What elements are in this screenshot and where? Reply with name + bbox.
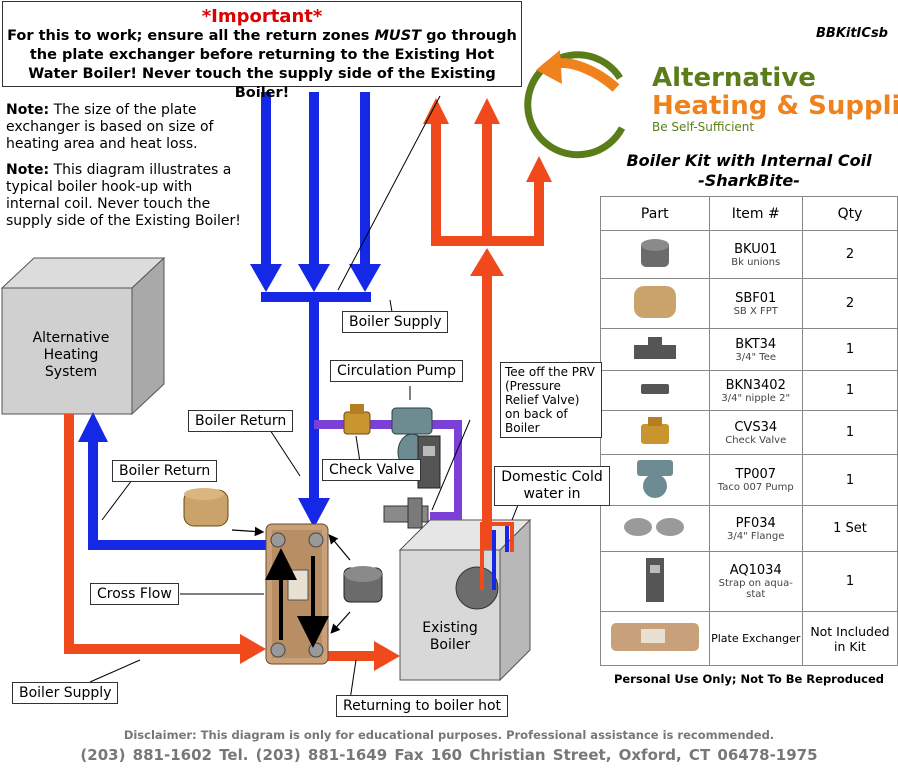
- pump-icon: [600, 454, 710, 506]
- boiler-return-label-1: Boiler Return: [188, 410, 294, 432]
- prv-label: Tee off the PRV (Pressure Relief Valve) …: [500, 362, 602, 438]
- flange-icon: [600, 505, 710, 552]
- supply-pipes: [64, 98, 552, 671]
- note-1-text: The size of the plate exchanger is based…: [6, 102, 214, 152]
- kit-subtitle: -SharkBite-: [698, 171, 800, 190]
- aquastat-icon: [600, 551, 710, 612]
- important-body: For this to work; ensure all the return …: [7, 28, 517, 101]
- tee-icon: [600, 328, 710, 371]
- existing-boiler-label: Existing Boiler: [422, 620, 478, 653]
- pump-line: [314, 420, 462, 520]
- union-icon: [600, 230, 710, 279]
- check-valve-icon: [600, 410, 710, 455]
- nipple-icon: [600, 370, 710, 411]
- plate-exchanger: [265, 523, 329, 665]
- return-pipes: [78, 92, 509, 590]
- contact-info: (203) 881-1602 Tel. (203) 881-1649 Fax 1…: [80, 746, 818, 764]
- important-notice: *Important* For this to work; ensure all…: [2, 1, 522, 101]
- note-2: Note: This diagram illustrates a typical…: [6, 162, 244, 230]
- cross-flow-label: Cross Flow: [90, 583, 179, 605]
- sharkbite-fitting-part: [183, 488, 229, 527]
- sharkbite-fitting-icon: [600, 278, 710, 329]
- kit-title-block: Boiler Kit with Internal Coil -SharkBite…: [600, 151, 898, 191]
- kit-title: Boiler Kit with Internal Coil: [626, 151, 872, 170]
- domestic-label: Domestic Cold water in: [494, 466, 610, 506]
- kit-table-header: Part Item # Qty: [600, 196, 898, 231]
- doc-code: BBKitICsb: [816, 26, 888, 41]
- table-row: Plate Exchanger Not Included in Kit: [600, 611, 898, 666]
- header-qty: Qty: [801, 196, 898, 231]
- note-1: Note: The size of the plate exchanger is…: [6, 102, 246, 153]
- disclaimer: Disclaimer: This diagram is only for edu…: [123, 728, 775, 742]
- boiler-supply-bottom-label: Boiler Supply: [12, 682, 119, 704]
- alt-system-label: Alternative Heating System: [32, 330, 110, 380]
- company-logo: Alternative Heating & Supplies Be Self-S…: [652, 64, 898, 134]
- alternative-heating-system-box: [0, 256, 166, 416]
- boiler-supply-top-label: Boiler Supply: [342, 311, 449, 333]
- note-1-label: Note:: [6, 102, 50, 118]
- personal-use-notice: Personal Use Only; Not To Be Reproduced: [613, 672, 885, 686]
- plate-exchanger-icon: [600, 611, 710, 666]
- note-2-label: Note:: [6, 162, 50, 178]
- circulation-pump-label: Circulation Pump: [330, 360, 464, 382]
- logo-tagline: Be Self-Sufficient: [652, 120, 755, 134]
- logo-swirl: [524, 50, 626, 159]
- header-part: Part: [600, 196, 710, 231]
- union-part: [343, 566, 383, 603]
- boiler-return-label-2: Boiler Return: [112, 460, 218, 482]
- existing-boiler-box: [398, 518, 532, 682]
- logo-line1: Alternative: [652, 63, 816, 93]
- check-valve-label: Check Valve: [322, 459, 422, 481]
- logo-line2: Heating & Supplies: [652, 91, 898, 121]
- returning-label: Returning to boiler hot: [336, 695, 509, 717]
- prv-tee-part: [383, 497, 429, 529]
- check-valve-part: [343, 404, 371, 435]
- pointer-arrows: [231, 526, 351, 634]
- header-item: Item #: [708, 196, 803, 231]
- important-title: *Important*: [201, 6, 323, 27]
- note-2-text: This diagram illustrates a typical boile…: [6, 162, 241, 229]
